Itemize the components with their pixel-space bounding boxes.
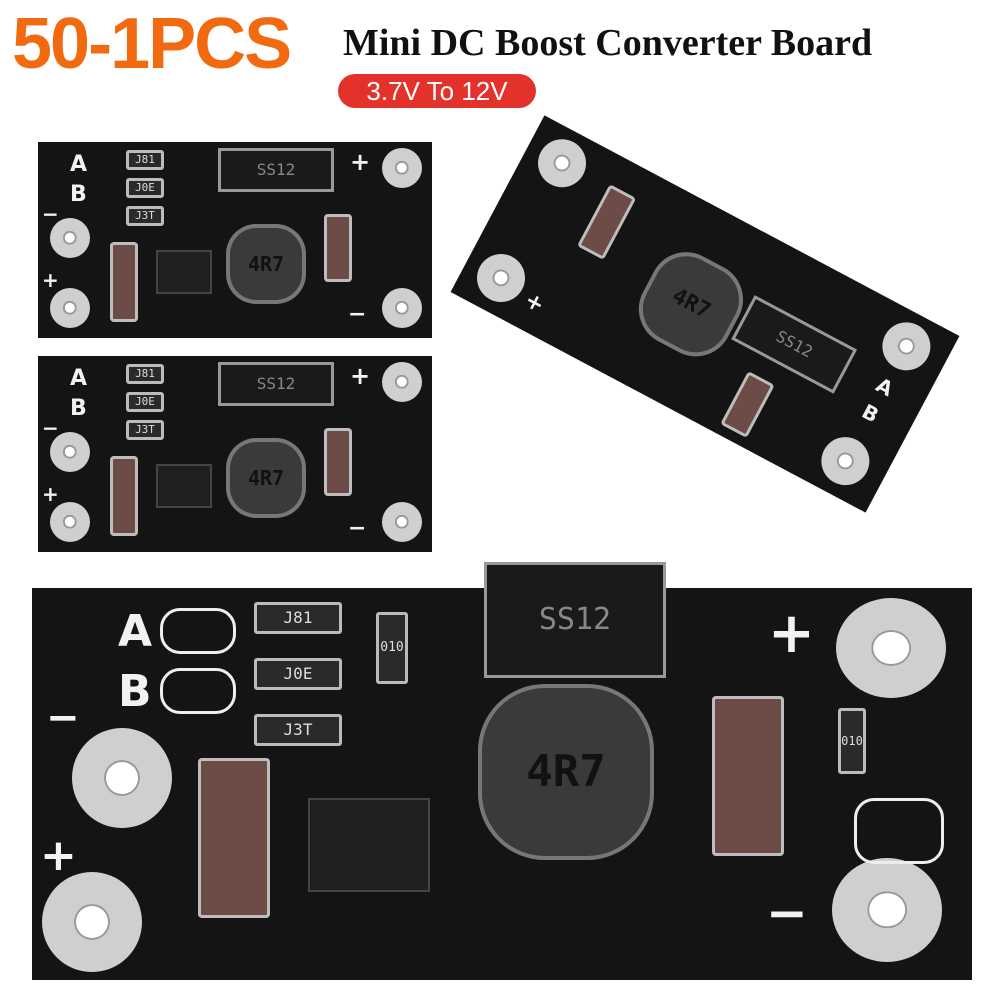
quantity-label: 50-1PCS bbox=[12, 4, 292, 84]
minus-label: − bbox=[46, 695, 80, 741]
solder-pad bbox=[812, 428, 878, 494]
resistor-chip: J81 bbox=[126, 364, 164, 384]
capacitor bbox=[110, 456, 138, 536]
diode-chip: SS12 bbox=[218, 148, 334, 192]
resistor-chip: J0E bbox=[126, 392, 164, 412]
solder-pad bbox=[50, 288, 90, 328]
inductor: 4R7 bbox=[626, 239, 756, 370]
plus-label: + bbox=[520, 287, 549, 319]
inductor: 4R7 bbox=[226, 224, 306, 304]
resistor-chip: 010 bbox=[376, 612, 408, 684]
board-photo-large: A B − + + − J81 J0E J3T 010 010 SS12 4R7 bbox=[32, 562, 972, 980]
resistor-chip: J3T bbox=[126, 420, 164, 440]
solder-pad bbox=[50, 432, 90, 472]
resistor-chip: J81 bbox=[126, 150, 164, 170]
solder-pad bbox=[836, 598, 946, 698]
solder-pad bbox=[529, 130, 595, 196]
pin-b-label: B bbox=[70, 396, 87, 421]
solder-pad bbox=[832, 858, 942, 962]
diode-chip: SS12 bbox=[218, 362, 334, 406]
capacitor bbox=[720, 371, 775, 439]
solder-pad bbox=[42, 872, 142, 972]
product-title: Mini DC Boost Converter Board bbox=[343, 22, 873, 64]
board-photo-small-top: A B − + + − SS12 J81 J0E J3T 4R7 bbox=[38, 142, 432, 338]
pin-b-label: B bbox=[118, 666, 152, 717]
pin-a-label: A bbox=[872, 372, 898, 402]
solder-pad bbox=[50, 218, 90, 258]
voltage-badge: 3.7V To 12V bbox=[338, 74, 536, 108]
minus-label: − bbox=[42, 202, 59, 226]
minus-label: − bbox=[42, 416, 59, 440]
plus-label: + bbox=[40, 830, 77, 881]
solder-pad bbox=[382, 148, 422, 188]
pin-a-label: A bbox=[70, 152, 88, 177]
resistor-chip: 010 bbox=[838, 708, 866, 774]
pin-a-label: A bbox=[70, 366, 88, 391]
plus-label: + bbox=[350, 362, 371, 390]
ic-chip bbox=[156, 464, 212, 508]
resistor-chip: J0E bbox=[126, 178, 164, 198]
inductor: 4R7 bbox=[478, 684, 654, 860]
capacitor bbox=[198, 758, 270, 918]
solder-pad bbox=[382, 502, 422, 542]
board-photo-angled: 4R7 SS12 + A B bbox=[450, 115, 960, 513]
inductor: 4R7 bbox=[226, 438, 306, 518]
diode-chip: SS12 bbox=[484, 562, 666, 678]
solder-pad bbox=[382, 288, 422, 328]
minus-label: − bbox=[348, 302, 367, 327]
plus-label: + bbox=[768, 601, 815, 666]
capacitor bbox=[110, 242, 138, 322]
resistor-chip: J3T bbox=[126, 206, 164, 226]
capacitor bbox=[324, 428, 352, 496]
resistor-chip: J81 bbox=[254, 602, 342, 634]
ic-chip bbox=[308, 798, 430, 892]
pin-b-label: B bbox=[858, 399, 883, 428]
pin-b-label: B bbox=[70, 182, 87, 207]
solder-jumper-b bbox=[160, 668, 236, 714]
solder-pad bbox=[50, 502, 90, 542]
ic-chip bbox=[156, 250, 212, 294]
solder-jumper-a bbox=[160, 608, 236, 654]
plus-label: + bbox=[42, 482, 59, 506]
solder-pad bbox=[873, 313, 939, 379]
capacitor bbox=[576, 184, 637, 261]
resistor-chip: J3T bbox=[254, 714, 342, 746]
pin-a-label: A bbox=[118, 606, 153, 657]
capacitor bbox=[324, 214, 352, 282]
plus-label: + bbox=[350, 148, 371, 176]
solder-pad bbox=[382, 362, 422, 402]
minus-label: − bbox=[766, 884, 808, 942]
minus-label: − bbox=[348, 516, 367, 541]
solder-pad bbox=[72, 728, 172, 828]
board-photo-small-middle: A B − + + − SS12 J81 J0E J3T 4R7 bbox=[38, 356, 432, 552]
plus-label: + bbox=[42, 268, 59, 292]
capacitor bbox=[712, 696, 784, 856]
led-outline bbox=[854, 798, 944, 864]
resistor-chip: J0E bbox=[254, 658, 342, 690]
